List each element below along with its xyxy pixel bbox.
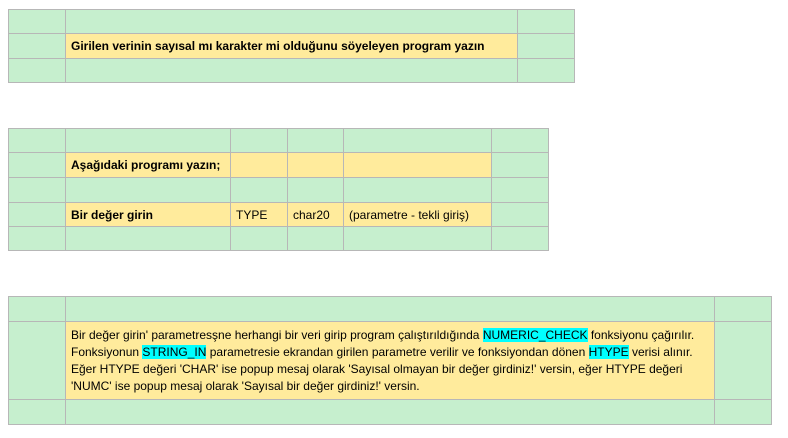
program-spec-table: Aşağıdaki programı yazın; Bir değer giri… xyxy=(8,128,549,251)
type-value-cell[interactable]: char20 xyxy=(287,202,344,227)
heading-cell[interactable]: Aşağıdaki programı yazın; xyxy=(65,152,231,178)
cell[interactable] xyxy=(8,33,66,59)
cell[interactable] xyxy=(8,177,66,203)
cell[interactable] xyxy=(8,399,66,425)
cell[interactable] xyxy=(343,226,492,251)
cell[interactable] xyxy=(343,128,492,153)
parameter-note-cell[interactable]: (parametre - tekli giriş) xyxy=(343,202,492,227)
cell[interactable] xyxy=(491,177,549,203)
cell[interactable] xyxy=(8,152,66,178)
cell[interactable] xyxy=(287,128,344,153)
cell[interactable] xyxy=(65,399,715,425)
cell[interactable] xyxy=(65,226,231,251)
cell[interactable] xyxy=(517,33,575,59)
cell[interactable] xyxy=(230,177,288,203)
cell[interactable] xyxy=(8,58,66,83)
description-text: fonksiyonu çağırılır. Fonksiyonun xyxy=(71,327,695,359)
cell[interactable] xyxy=(287,226,344,251)
cell[interactable] xyxy=(230,226,288,251)
cell[interactable] xyxy=(65,128,231,153)
task-title-cell[interactable]: Girilen verinin sayısal mı karakter mi o… xyxy=(65,33,518,59)
description-cell[interactable]: Bir değer girin' parametresşne herhangi … xyxy=(65,321,715,400)
cell[interactable] xyxy=(8,128,66,153)
cell[interactable] xyxy=(230,152,288,178)
task-title-table: Girilen verinin sayısal mı karakter mi o… xyxy=(8,9,575,83)
function-name-highlight: NUMERIC_CHECK xyxy=(482,327,588,342)
type-keyword-cell[interactable]: TYPE xyxy=(230,202,288,227)
cell[interactable] xyxy=(517,58,575,83)
cell[interactable] xyxy=(714,321,772,400)
cell[interactable] xyxy=(8,321,66,400)
cell[interactable] xyxy=(714,296,772,322)
cell[interactable] xyxy=(287,152,344,178)
cell[interactable] xyxy=(65,296,715,322)
description-text: Bir değer girin' parametresşne herhangi … xyxy=(71,327,483,342)
cell[interactable] xyxy=(65,9,518,34)
cell[interactable] xyxy=(491,202,549,227)
cell[interactable] xyxy=(287,177,344,203)
cell[interactable] xyxy=(714,399,772,425)
cell[interactable] xyxy=(343,177,492,203)
return-name-highlight: HTYPE xyxy=(588,344,629,359)
cell[interactable] xyxy=(491,226,549,251)
cell[interactable] xyxy=(8,202,66,227)
cell[interactable] xyxy=(8,226,66,251)
cell[interactable] xyxy=(65,177,231,203)
parameter-label-cell[interactable]: Bir değer girin xyxy=(65,202,231,227)
cell[interactable] xyxy=(517,9,575,34)
description-table: Bir değer girin' parametresşne herhangi … xyxy=(8,296,772,425)
cell[interactable] xyxy=(343,152,492,178)
cell[interactable] xyxy=(8,296,66,322)
description-text: parametresie ekrandan girilen parametre … xyxy=(206,344,589,359)
cell[interactable] xyxy=(65,58,518,83)
parameter-name-highlight: STRING_IN xyxy=(142,344,207,359)
cell[interactable] xyxy=(8,9,66,34)
cell[interactable] xyxy=(491,128,549,153)
cell[interactable] xyxy=(491,152,549,178)
cell[interactable] xyxy=(230,128,288,153)
description-text: verisi alınır. Eğer HTYPE değeri 'CHAR' … xyxy=(71,344,693,393)
